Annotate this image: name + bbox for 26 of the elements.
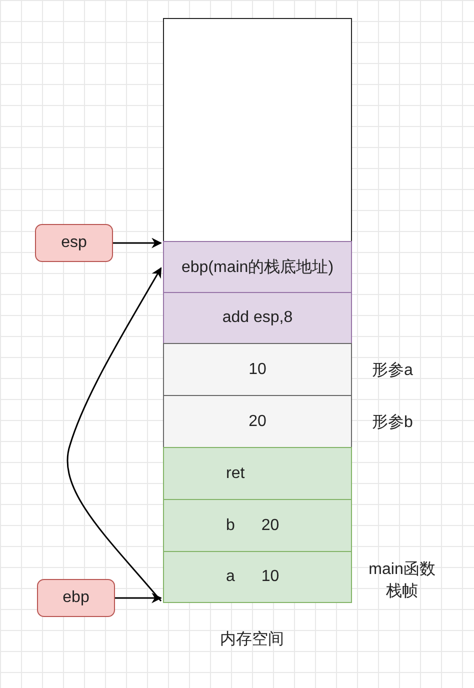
cell-text: add esp,8 [222,309,293,327]
pointer-label: esp [61,234,87,252]
stack-cell [163,499,352,552]
pointer-box [37,579,115,617]
memory-space-label: 内存空间 [220,630,284,650]
cell-text: b 20 [226,516,280,534]
pointer-box [35,224,113,262]
parameter-label: 形参a [372,360,413,380]
frame-label: main函数栈帧 [368,560,436,602]
cell-text: ret [226,464,245,482]
arrow [66,267,162,602]
cell-text: a 10 [226,568,280,586]
stack-cell [163,551,352,603]
stack-cell [163,241,352,293]
cell-text: 10 [248,360,266,378]
arrow [115,592,162,604]
stack-cell [163,395,352,448]
stack-cell [163,343,352,396]
parameter-label: 形参b [372,412,413,432]
stack-cell [163,447,352,500]
cell-text: ebp(main的栈底地址) [181,258,334,278]
stack-cell [163,292,352,344]
arrow [113,238,162,248]
cell-text: 20 [248,412,266,430]
memory-cell [163,18,352,242]
pointer-label: ebp [62,589,90,607]
